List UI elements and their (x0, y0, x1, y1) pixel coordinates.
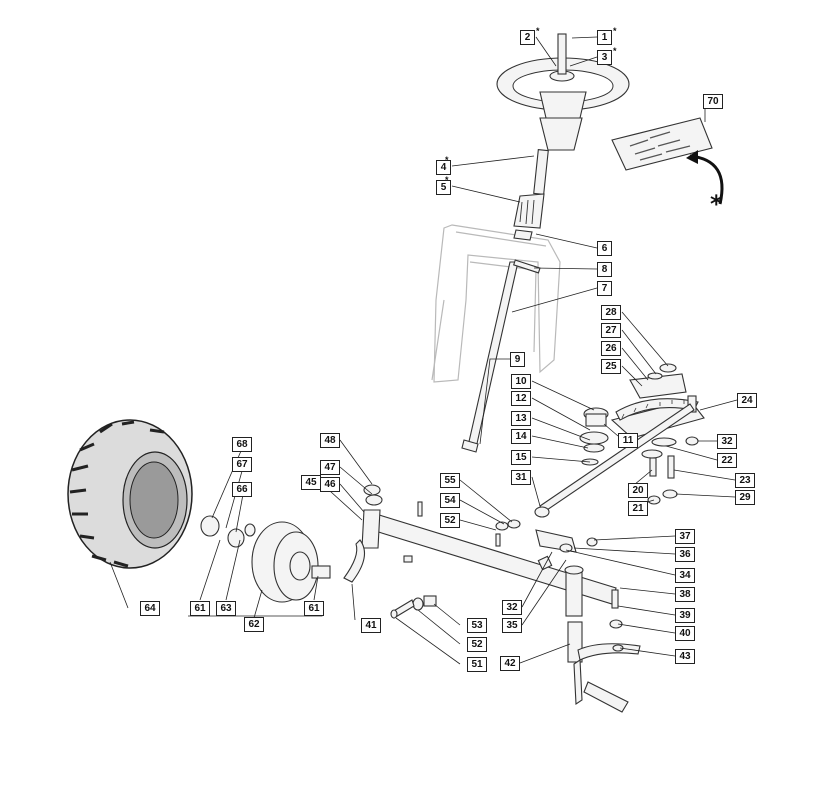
callout-14: 14 (511, 429, 531, 444)
callout-70: 70 (703, 94, 723, 109)
callout-4: 4 (436, 160, 451, 175)
callout-2: 2 (520, 30, 535, 45)
callout-35: 35 (502, 618, 522, 633)
callout-3-star: * (613, 46, 617, 56)
steering-shaft (461, 259, 541, 453)
callout-61-right: 61 (304, 601, 324, 616)
tire (67, 419, 193, 569)
callout-48: 48 (320, 433, 340, 448)
callout-55: 55 (440, 473, 460, 488)
callout-5: 5 (436, 180, 451, 195)
callout-3: 3 (597, 50, 612, 65)
callout-13: 13 (511, 411, 531, 426)
callout-62: 62 (244, 617, 264, 632)
right-spindle (564, 565, 641, 713)
callout-40: 40 (675, 626, 695, 641)
callout-21: 21 (628, 501, 648, 516)
callout-37: 37 (675, 529, 695, 544)
callout-64: 64 (140, 601, 160, 616)
callout-11: 11 (618, 433, 638, 448)
callout-1-star: * (613, 26, 617, 36)
callout-54: 54 (440, 493, 460, 508)
callout-25: 25 (601, 359, 621, 374)
callout-46: 46 (320, 477, 340, 492)
callout-47: 47 (320, 460, 340, 475)
callout-53: 53 (467, 618, 487, 633)
callout-45: 45 (301, 475, 321, 490)
callout-31: 31 (511, 470, 531, 485)
callout-12: 12 (511, 391, 531, 406)
callout-38: 38 (675, 587, 695, 602)
callout-43: 43 (675, 649, 695, 664)
callout-6: 6 (597, 241, 612, 256)
front-axle-beam (343, 484, 617, 605)
callout-22: 22 (717, 453, 737, 468)
decal-sheet (611, 117, 724, 205)
callout-66: 66 (232, 482, 252, 497)
callout-52-upper: 52 (440, 513, 460, 528)
callout-51: 51 (467, 657, 487, 672)
callout-42: 42 (500, 656, 520, 671)
callout-2-star: * (536, 26, 540, 36)
steering-wheel (496, 33, 630, 151)
callout-24: 24 (737, 393, 757, 408)
callout-26: 26 (601, 341, 621, 356)
callout-27: 27 (601, 323, 621, 338)
callout-67: 67 (232, 457, 252, 472)
callout-39: 39 (675, 608, 695, 623)
drag-link (534, 403, 695, 518)
callout-1: 1 (597, 30, 612, 45)
callout-9: 9 (510, 352, 525, 367)
small-hardware (390, 501, 521, 619)
callout-4-star: * (445, 155, 449, 165)
callout-63: 63 (216, 601, 236, 616)
callout-32-lower: 32 (502, 600, 522, 615)
callout-41: 41 (361, 618, 381, 633)
callout-29: 29 (735, 490, 755, 505)
callout-36: 36 (675, 547, 695, 562)
callout-61-left: 61 (190, 601, 210, 616)
callout-7: 7 (597, 281, 612, 296)
wheel-rim (200, 515, 331, 603)
callout-23: 23 (735, 473, 755, 488)
callout-68: 68 (232, 437, 252, 452)
callout-28: 28 (601, 305, 621, 320)
callout-5-star: * (445, 175, 449, 185)
callout-32-upper: 32 (717, 434, 737, 449)
callout-34: 34 (675, 568, 695, 583)
callout-8: 8 (597, 262, 612, 277)
callout-15: 15 (511, 450, 531, 465)
callout-20: 20 (628, 483, 648, 498)
asterisk-marker: * (710, 190, 723, 218)
callout-10: 10 (511, 374, 531, 389)
callout-52-lower: 52 (467, 637, 487, 652)
steering-column-upper (513, 148, 549, 241)
leader-lines (109, 36, 738, 665)
